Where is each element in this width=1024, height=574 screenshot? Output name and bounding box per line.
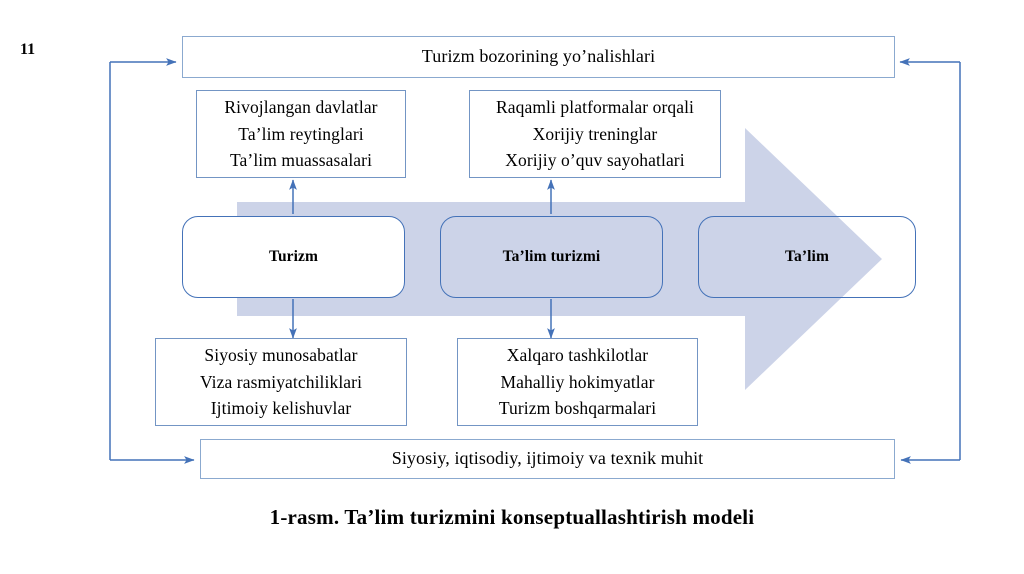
core-node-talim-turizmi[interactable]: Ta’lim turizmi	[440, 216, 663, 298]
core-node-turizm-label: Turizm	[268, 248, 319, 266]
core-node-talim-turizmi-label: Ta’lim turizmi	[502, 248, 601, 266]
upper-left-line-1: Rivojlangan davlatlar	[224, 97, 378, 118]
upper-right-line-3: Xorijiy o’quv sayohatlari	[505, 150, 685, 171]
core-node-talim-label: Ta’lim	[785, 248, 829, 266]
page-number: 11	[20, 41, 36, 58]
lower-right-line-3: Turizm boshqarmalari	[498, 398, 657, 419]
upper-left-box[interactable]: Rivojlangan davlatlar Ta’lim reytinglari…	[196, 90, 406, 178]
top-box-label: Turizm bozorining yo’nalishlari	[421, 46, 656, 67]
lower-right-line-1: Xalqaro tashkilotlar	[506, 345, 649, 366]
top-box[interactable]: Turizm bozorining yo’nalishlari	[182, 36, 895, 78]
upper-right-line-1: Raqamli platformalar orqali	[495, 97, 695, 118]
lower-left-line-3: Ijtimoiy kelishuvlar	[210, 398, 352, 419]
lower-left-line-2: Viza rasmiyatchiliklari	[199, 371, 363, 392]
upper-right-line-2: Xorijiy treninglar	[532, 123, 658, 144]
bottom-box[interactable]: Siyosiy, iqtisodiy, ijtimoiy va texnik m…	[200, 439, 895, 479]
lower-left-line-1: Siyosiy munosabatlar	[204, 345, 358, 366]
core-node-talim[interactable]: Ta’lim	[698, 216, 916, 298]
upper-left-line-2: Ta’lim reytinglari	[238, 123, 364, 144]
upper-left-line-3: Ta’lim muassasalari	[229, 150, 373, 171]
figure-caption: 1-rasm. Ta’lim turizmini konseptuallasht…	[269, 505, 755, 529]
lower-right-line-2: Mahalliy hokimyatlar	[500, 371, 655, 392]
upper-right-box[interactable]: Raqamli platformalar orqali Xorijiy tren…	[469, 90, 721, 178]
core-node-turizm[interactable]: Turizm	[182, 216, 405, 298]
lower-left-box[interactable]: Siyosiy munosabatlar Viza rasmiyatchilik…	[155, 338, 407, 426]
lower-right-box[interactable]: Xalqaro tashkilotlar Mahalliy hokimyatla…	[457, 338, 698, 426]
bottom-box-label: Siyosiy, iqtisodiy, ijtimoiy va texnik m…	[391, 448, 704, 469]
